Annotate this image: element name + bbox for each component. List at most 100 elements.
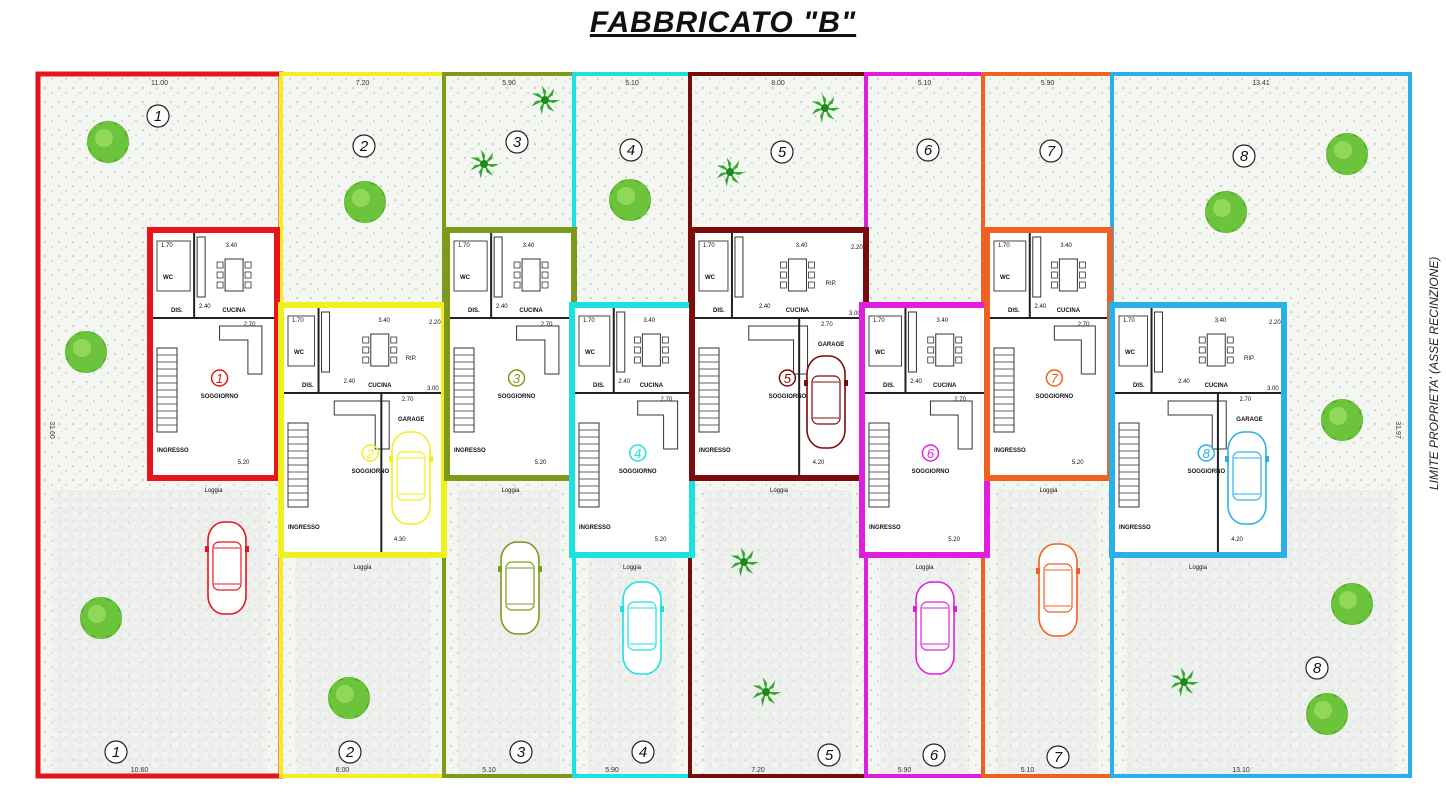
lot-number-bottom-6: 6 [922,743,946,767]
tree-icon [1321,399,1363,441]
wc-room [1118,315,1149,367]
shrub-icon [811,93,840,123]
wc-room [578,315,611,367]
room-label-kitchen: CUCINA [519,308,543,314]
lot-number-top-8: 8 [1232,144,1256,168]
dim-loggia: 2.70 [954,397,966,403]
lot-number-top-4: 4 [619,138,643,162]
lot-number-text: 6 [930,747,939,764]
dim-kitchen: 3.40 [226,243,238,249]
unit-number-text: 4 [634,446,641,461]
lot-number-text: 7 [1047,143,1056,160]
room-label-hall: DIS. [883,383,895,389]
room-label-entrance: INGRESSO [869,525,901,531]
room-label-living: SOGGIORNO [912,469,950,475]
room-label-entrance: INGRESSO [454,448,486,454]
room-label-wc: WC [460,275,471,281]
room-label-hall: DIS. [713,308,725,314]
room-label-wc: WC [585,350,596,356]
room-label-wc: WC [875,350,886,356]
wc-room [993,240,1027,292]
tree-icon [80,597,122,639]
unit-number-badge [628,444,647,462]
dim-hall: 2.40 [344,379,356,385]
lot-top-dim: 5.10 [625,80,639,87]
dim-living: 5.20 [535,460,547,466]
kitchen-counter [321,311,331,373]
room-label-loggia: Loggia [1189,565,1208,571]
unit-number-badge [361,444,380,462]
sofa-icon [637,400,679,450]
lot-top-dim: 5.90 [502,80,516,87]
room-label-hall: DIS. [1008,308,1020,314]
lot-top-dim: 5.90 [1041,80,1055,87]
lot-number-bottom-5: 5 [817,743,841,767]
unit-number-text: 7 [1051,371,1059,386]
dim-living: 5.20 [238,460,250,466]
lot-number-bottom-1: 1 [104,740,128,764]
room-label-loggia: Loggia [204,488,223,494]
dim-kitchen: 3.40 [643,318,655,324]
room-label-entrance: INGRESSO [579,525,611,531]
dim-wc: 1.70 [1123,318,1135,324]
unit-number-badge [1197,444,1216,462]
unit-number-badge [778,369,797,387]
sofa-icon [1053,325,1096,375]
room-label-entrance: INGRESSO [1119,525,1151,531]
lot-number-top-1: 1 [146,104,170,128]
dim-kitchen: 3.40 [796,243,808,249]
sofa-icon [929,400,973,450]
wc-room [698,240,729,292]
dim-garage: 3.00 [427,386,439,392]
room-label-kitchen: CUCINA [1205,383,1229,389]
dim-kitchen: 3.40 [1215,318,1227,324]
houses-layer: WC CUCINA DIS. SOGGIORNO INGRESSO 3.40 1.70 5.2… [147,227,1287,571]
unit-number-text: 3 [513,371,521,386]
room-label-hall: DIS. [302,383,314,389]
lot-number-text: 7 [1054,749,1063,766]
room-label-wc: WC [294,350,305,356]
dim-hall: 2.40 [1034,304,1046,310]
house-unit-5: GARAGERIP.2.203.00WCCUCINADIS.SOGGIORNOI… [689,227,869,494]
dining-table-icon [935,333,955,367]
room-label-garage: GARAGE [1236,417,1262,423]
room-label-garage: GARAGE [398,417,424,423]
lot-top-dim: 13.41 [1252,80,1270,87]
lot-side-dim: 31.60 [48,421,55,439]
lot-top-dim: 7.20 [356,80,370,87]
house-unit-2: GARAGERIP.2.203.00WCCUCINADIS.SOGGIORNOI… [278,302,447,571]
house-unit-1: WCCUCINADIS.SOGGIORNOINGRESSO3.401.705.2… [147,227,280,494]
dim-loggia: 2.70 [821,322,833,328]
dim-loggia: 2.70 [244,322,256,328]
dim-living: 4.20 [813,460,825,466]
trees-layer [65,85,1373,735]
cars-layer [205,355,1269,675]
room-label-living: SOGGIORNO [201,394,239,400]
house-unit-6: WCCUCINADIS.SOGGIORNOINGRESSO3.401.705.2… [859,302,990,571]
shrub-icon [752,677,781,707]
room-label-loggia: Loggia [770,488,789,494]
unit-number-text: 8 [1203,446,1211,461]
room-label-wc: WC [163,275,174,281]
room-label-living: SOGGIORNO [498,394,536,400]
car-icon [804,355,848,449]
lot-number-text: 6 [924,142,933,159]
lot-bottom-dim: 13.10 [1232,767,1250,774]
room-label-living: SOGGIORNO [1187,469,1225,475]
dim-hall: 2.40 [199,304,211,310]
lot-number-text: 3 [517,744,526,761]
lot-number-bottom-3: 3 [509,740,533,764]
dining-table-icon [370,333,390,367]
dim-kitchen: 3.40 [523,243,535,249]
lot-number-bottom-2: 2 [338,740,362,764]
room-label-hall: DIS. [468,308,480,314]
room-label-kitchen: CUCINA [368,383,392,389]
dim-loggia: 2.70 [541,322,553,328]
lot-bottom-dim: 5.90 [898,767,912,774]
staircase-icon [156,347,178,433]
lot-number-top-2: 2 [352,134,376,158]
house-unit-4: WCCUCINADIS.SOGGIORNOINGRESSO3.401.705.2… [569,302,695,571]
kitchen-counter [1154,311,1164,373]
